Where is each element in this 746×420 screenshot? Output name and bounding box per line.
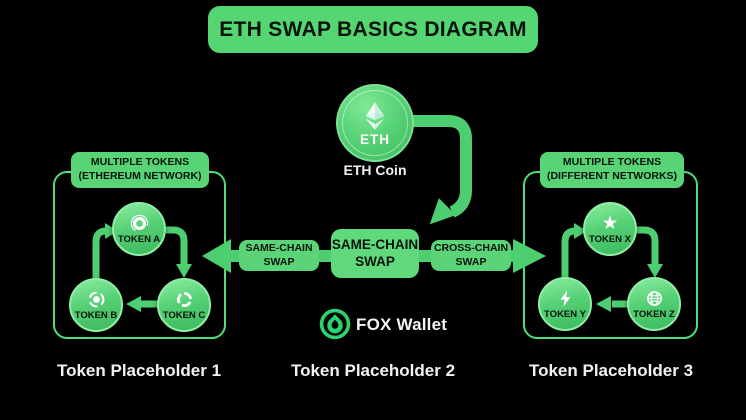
- fox-wallet-label: FOX Wallet: [356, 315, 448, 334]
- same-chain-arrow-label: SAME-CHAIN SWAP: [239, 240, 319, 271]
- globe-icon: [646, 290, 662, 306]
- caption-placeholder-2: Token Placeholder 2: [290, 361, 456, 380]
- star-icon: [602, 215, 618, 230]
- token-y: TOKEN Y: [538, 277, 592, 331]
- token-x: TOKEN X: [583, 202, 637, 256]
- ring-icon: [130, 214, 148, 232]
- token-label: TOKEN B: [74, 309, 118, 321]
- right-group-header: MULTIPLE TOKENS (DIFFERENT NETWORKS): [540, 152, 684, 188]
- coin-inner-ring: [342, 90, 408, 156]
- ethereum-icon: [365, 102, 385, 130]
- token-x-to-z-arrow: [637, 226, 663, 278]
- token-c-to-b-arrow: [126, 296, 158, 312]
- fox-wallet-icon: [319, 308, 351, 340]
- token-y-to-x-arrow: [561, 223, 587, 279]
- eth-coin: ETH: [336, 84, 414, 162]
- eth-caption: ETH Coin: [343, 162, 407, 178]
- token-b-to-a-arrow: [92, 223, 118, 280]
- token-a-to-c-arrow: [166, 226, 192, 278]
- page-title: ETH SWAP BASICS DIAGRAM: [208, 6, 538, 53]
- token-b: TOKEN B: [69, 278, 123, 332]
- token-z: TOKEN Z: [627, 277, 681, 331]
- left-group-header: MULTIPLE TOKENS (ETHEREUM NETWORK): [71, 152, 209, 188]
- eth-to-swap-arrow: [413, 115, 472, 225]
- spinner-icon: [176, 291, 192, 307]
- eth-symbol: ETH: [360, 132, 390, 147]
- cross-chain-arrow-label: CROSS-CHAIN SWAP: [431, 240, 511, 271]
- token-label: TOKEN Z: [633, 308, 675, 320]
- caption-placeholder-1: Token Placeholder 1: [56, 361, 222, 380]
- token-label: TOKEN A: [117, 233, 161, 245]
- token-c: TOKEN C: [157, 278, 211, 332]
- token-a: TOKEN A: [112, 202, 166, 256]
- token-label: TOKEN X: [588, 234, 632, 245]
- token-label: TOKEN C: [162, 309, 206, 321]
- bolt-icon: [560, 289, 570, 307]
- token-label: TOKEN Y: [544, 308, 586, 320]
- caption-placeholder-3: Token Placeholder 3: [528, 361, 694, 380]
- token-z-to-y-arrow: [596, 296, 628, 312]
- swap-center-box: SAME-CHAIN SWAP: [331, 229, 419, 278]
- target-icon: [88, 291, 104, 307]
